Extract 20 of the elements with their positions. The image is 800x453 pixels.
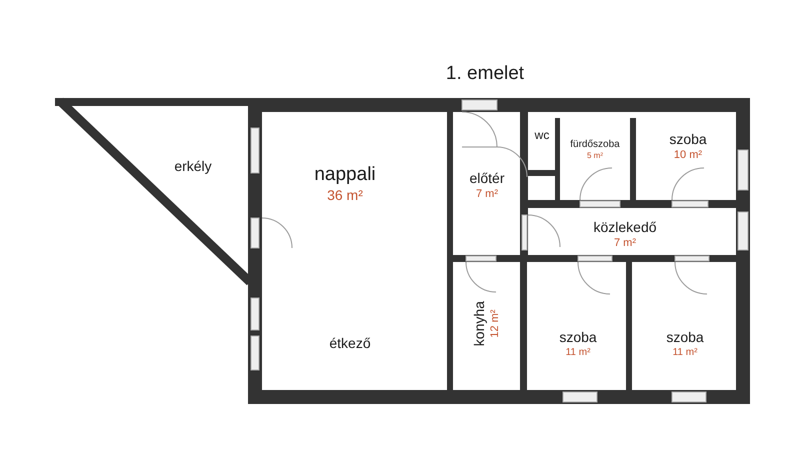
room-name: konyha: [471, 301, 488, 347]
room-area: 11 m²: [672, 346, 698, 359]
room-area: 36 m²: [327, 187, 363, 205]
room-name: fürdőszoba: [570, 138, 620, 152]
room-name: erkély: [174, 158, 212, 176]
room-name: közlekedő: [593, 219, 657, 237]
room-name: szoba: [666, 329, 704, 346]
floor-title: 1. emelet: [444, 62, 526, 86]
room-name: előtér: [469, 170, 505, 188]
room-name: étkező: [329, 335, 371, 353]
room-area: 5 m²: [586, 151, 603, 162]
room-area: 12 m²: [488, 310, 503, 338]
room-name: szoba: [669, 131, 707, 149]
room-area: 10 m²: [674, 148, 702, 163]
room-name: wc: [534, 128, 550, 142]
room-name: nappali: [314, 163, 376, 188]
room-area: 7 m²: [614, 236, 636, 251]
room-area: 7 m²: [476, 188, 498, 202]
room-name: szoba: [559, 329, 597, 346]
room-area: 11 m²: [566, 346, 590, 359]
